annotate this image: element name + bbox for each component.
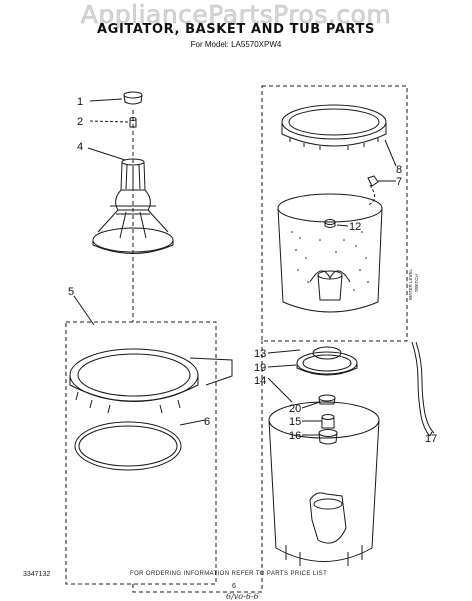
model-label: For Model: LA5570XPW4 bbox=[190, 40, 282, 49]
balance-ring-part bbox=[281, 104, 387, 150]
tub-ring-group-box bbox=[65, 321, 217, 585]
page-title: AGITATOR, BASKET AND TUB PARTS bbox=[97, 22, 375, 37]
page-number: 6 bbox=[232, 583, 236, 590]
bolt-part bbox=[129, 117, 137, 128]
callout-1: 1 bbox=[77, 96, 83, 108]
document-number: 3347132 bbox=[23, 571, 51, 578]
callout-19: 19 bbox=[254, 362, 266, 374]
leader-2 bbox=[89, 120, 129, 123]
tub-ring-part bbox=[69, 348, 233, 414]
leader-17 bbox=[429, 431, 433, 437]
drive-hub-part bbox=[296, 346, 358, 376]
center-axis-line bbox=[132, 110, 263, 593]
callout-7: 7 bbox=[396, 176, 402, 188]
basket-nut-part bbox=[324, 219, 336, 228]
leader-5 bbox=[73, 295, 95, 326]
callout-8: 8 bbox=[396, 164, 402, 176]
basket-group-box bbox=[261, 85, 408, 342]
leader-12 bbox=[336, 224, 349, 227]
watermark: AppliancePartsPros.com bbox=[80, 0, 392, 29]
callout-17: 17 bbox=[425, 433, 437, 445]
basket-part bbox=[277, 193, 383, 313]
callout-6: 6 bbox=[204, 416, 210, 428]
leader-4 bbox=[87, 147, 126, 161]
screw-part bbox=[367, 175, 379, 187]
leader-8 bbox=[384, 139, 397, 167]
callout-20: 20 bbox=[289, 403, 301, 415]
tub-gasket-part bbox=[74, 421, 182, 471]
ordering-note: FOR ORDERING INFORMATION REFER TO PARTS … bbox=[130, 571, 328, 577]
pressure-hose-part bbox=[411, 341, 435, 437]
leader-19 bbox=[267, 364, 297, 368]
callout-15: 15 bbox=[289, 416, 301, 428]
leader-1 bbox=[89, 98, 123, 102]
leader-14 bbox=[267, 377, 293, 403]
callout-4: 4 bbox=[77, 141, 83, 153]
callout-12: 12 bbox=[349, 221, 361, 233]
side-label-switch: SWITCH bbox=[414, 274, 419, 292]
callout-14: 14 bbox=[254, 375, 266, 387]
leader-6 bbox=[179, 419, 206, 426]
callout-2: 2 bbox=[77, 116, 83, 128]
outer-tub-part bbox=[268, 401, 380, 566]
basket-perforations bbox=[291, 231, 369, 291]
agitator-cap-part bbox=[123, 91, 143, 105]
side-label-water-level: WATER LEVEL bbox=[408, 268, 413, 300]
leader-20 bbox=[301, 401, 321, 409]
callout-13: 13 bbox=[254, 348, 266, 360]
center-post-parts bbox=[318, 394, 338, 445]
callout-16: 16 bbox=[289, 430, 301, 442]
leader-13 bbox=[267, 349, 301, 354]
agitator-part bbox=[92, 158, 174, 254]
handwritten-note: 6/vo-6-6 bbox=[226, 592, 259, 601]
callout-5: 5 bbox=[68, 286, 74, 298]
